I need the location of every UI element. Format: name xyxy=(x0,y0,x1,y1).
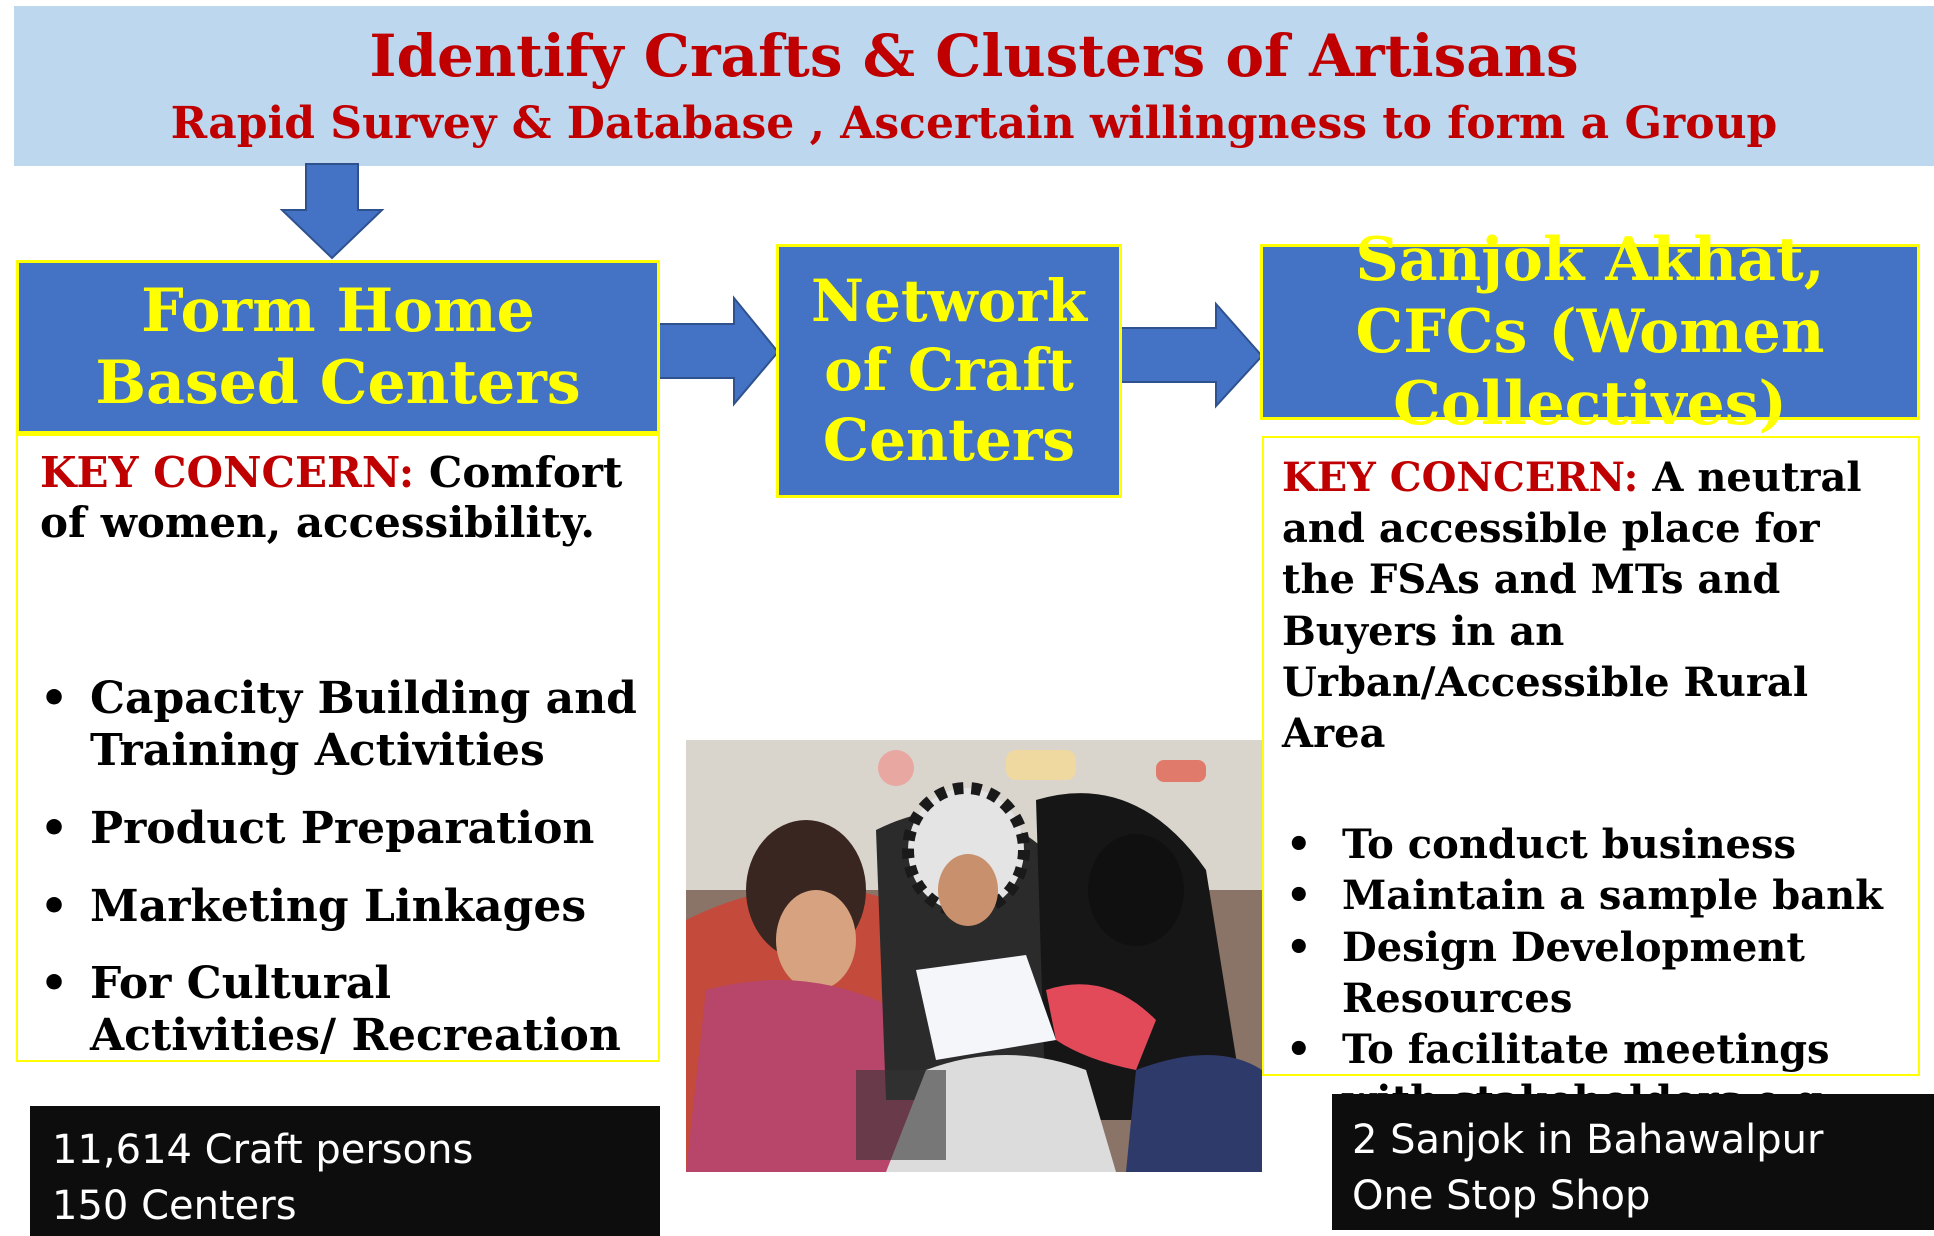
list-item: Design Development Resources xyxy=(1282,922,1902,1024)
network-craft-centers-label: Network of Craft Centers xyxy=(810,266,1088,474)
sanjok-akhat-box: Sanjok Akhat, CFCs (Women Collectives) xyxy=(1260,225,1920,439)
key-concern-label: KEY CONCERN: xyxy=(1282,454,1639,501)
list-item: Capacity Building and Training Activitie… xyxy=(40,673,640,777)
one-stop-shop: One Stop Shop xyxy=(1352,1173,1651,1219)
photo-illustration xyxy=(686,740,1262,1172)
stats-left-box: 11,614 Craft persons 150 Centers xyxy=(30,1106,660,1236)
form-home-based-centers-label: Form Home Based Centers xyxy=(95,276,581,418)
sanjok-count: 2 Sanjok in Bahawalpur xyxy=(1352,1117,1824,1163)
sanjok-key-concern: KEY CONCERN: A neutral and accessible pl… xyxy=(1282,452,1902,759)
form-home-based-centers-box: Form Home Based Centers xyxy=(16,260,660,434)
flow-arrows xyxy=(279,163,1264,409)
network-craft-centers-box: Network of Craft Centers xyxy=(776,244,1122,498)
banner-subtitle: Rapid Survey & Database , Ascertain will… xyxy=(170,98,1778,149)
home-activities-list: Capacity Building and Training Activitie… xyxy=(40,673,640,1062)
craft-persons-count: 11,614 Craft persons xyxy=(52,1127,474,1173)
home-centers-panel: KEY CONCERN: Comfort of women, accessibi… xyxy=(16,434,660,1062)
right-arrow-2 xyxy=(1119,301,1264,409)
home-key-concern: KEY CONCERN: Comfort of women, accessibi… xyxy=(40,448,640,549)
centers-count: 150 Centers xyxy=(52,1183,297,1229)
list-item: Maintain a sample bank xyxy=(1282,870,1902,921)
banner-title: Identify Crafts & Clusters of Artisans xyxy=(369,22,1579,90)
list-item: For Cultural Activities/ Recreation xyxy=(40,958,640,1062)
list-item: Product Preparation xyxy=(40,803,640,855)
list-item: Marketing Linkages xyxy=(40,881,640,933)
key-concern-text: A neutral and accessible place for the F… xyxy=(1282,454,1862,757)
sanjok-akhat-label: Sanjok Akhat, CFCs (Women Collectives) xyxy=(1355,225,1825,439)
key-concern-text: Comfort of women, accessibility. xyxy=(40,448,623,548)
down-arrow xyxy=(279,163,385,260)
key-concern-label: KEY CONCERN: xyxy=(40,448,415,497)
stats-right-box: 2 Sanjok in Bahawalpur One Stop Shop xyxy=(1332,1094,1934,1230)
list-item: To conduct business xyxy=(1282,819,1902,870)
sanjok-panel: KEY CONCERN: A neutral and accessible pl… xyxy=(1262,436,1920,1175)
top-banner: Identify Crafts & Clusters of Artisans R… xyxy=(14,6,1934,166)
women-working-photo xyxy=(686,740,1262,1172)
right-arrow-1 xyxy=(657,295,780,407)
